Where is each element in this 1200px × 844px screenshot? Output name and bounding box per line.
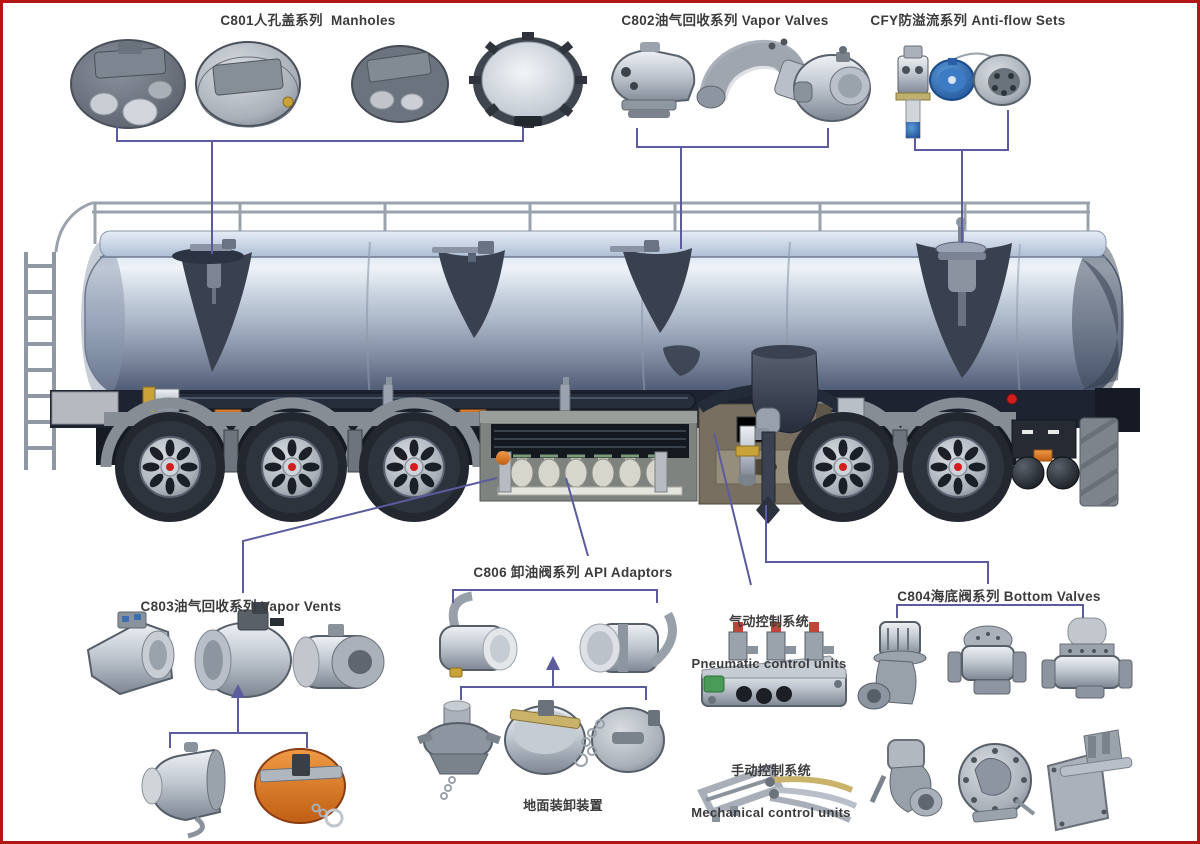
arrowheads bbox=[231, 656, 560, 698]
label-vapor-vents: C803油气回收系列 Vapor Vents bbox=[140, 599, 342, 614]
orange-cap-photo bbox=[254, 748, 346, 828]
camlock-coupler-photo bbox=[417, 700, 501, 800]
manhole-fitting-1 bbox=[172, 239, 244, 264]
vapor-valves-bracket bbox=[636, 128, 829, 148]
green-fitting bbox=[703, 675, 725, 693]
label-anti-flow: CFY防溢流系列 Anti-flow Sets bbox=[870, 13, 1066, 28]
bottom-valves-photos bbox=[857, 617, 1133, 832]
anti-flow-bracket bbox=[914, 110, 1009, 151]
loading-equipment-bracket bbox=[460, 686, 647, 700]
bottom-valve-photo-2 bbox=[947, 625, 1027, 695]
red-marker-light bbox=[1006, 393, 1018, 405]
manholes-photos bbox=[70, 32, 587, 129]
label-pneumatic-zh: 气动控制系统 bbox=[729, 614, 809, 629]
orange-hook bbox=[496, 451, 510, 465]
vapor-valve-photo-3 bbox=[793, 46, 871, 122]
api-adaptors-up-arrowhead bbox=[546, 656, 560, 670]
api-adaptor-photo-2 bbox=[579, 611, 677, 673]
vapor-vent-photo-3 bbox=[292, 624, 385, 689]
label-loading-en: Loading & Unloading Equipment bbox=[458, 841, 668, 842]
label-manholes: C801人孔盖系列 Manholes bbox=[220, 13, 396, 28]
tank-top-fittings bbox=[172, 217, 987, 264]
tank-cutaways bbox=[180, 243, 1012, 378]
dust-cap-chain-photo bbox=[574, 707, 665, 773]
bottom-valve-photo-6 bbox=[1046, 729, 1133, 832]
leader-lines bbox=[116, 110, 1084, 748]
air-tank-sphere bbox=[1046, 456, 1080, 490]
tank-seam bbox=[1016, 243, 1021, 399]
bottom-valve-photo-3 bbox=[1041, 617, 1133, 699]
api-adaptors-photos bbox=[417, 591, 677, 800]
probe-blue-tip bbox=[906, 122, 920, 138]
dust-cap-lever-photo bbox=[504, 700, 586, 775]
label-mechanical-zh: 手动控制系统 bbox=[731, 763, 811, 778]
api-adaptors-top-bracket bbox=[452, 589, 658, 603]
vapor-vents-up-arrowhead bbox=[231, 684, 245, 698]
manhole-photo-2 bbox=[195, 41, 301, 128]
bottom-loading-manifold bbox=[479, 410, 698, 502]
label-mechanical: 手动控制系统 Mechanical control units bbox=[691, 736, 851, 834]
pneumatic-valve-stack bbox=[728, 622, 834, 661]
pneumatic-manifold-photo bbox=[701, 622, 847, 707]
socket-cover-photo bbox=[973, 54, 1031, 106]
vapor-vent-photo-2 bbox=[194, 602, 292, 698]
bottom-valves-bracket bbox=[896, 604, 1084, 618]
label-mechanical-en: Mechanical control units bbox=[691, 805, 851, 820]
bottom-valve-photo-5 bbox=[958, 743, 1036, 823]
manhole-photo-3 bbox=[351, 45, 449, 123]
label-pneumatic-en: Pneumatic control units bbox=[691, 656, 847, 671]
top-handrail bbox=[54, 201, 1090, 253]
manhole-fitting-2 bbox=[432, 241, 494, 262]
label-api-adaptors: C806 卸油阀系列 API Adaptors bbox=[473, 565, 673, 580]
bottom-valve-photo-4 bbox=[869, 739, 943, 817]
label-loading: 地面装卸装置 Loading & Unloading Equipment bbox=[458, 771, 668, 842]
vapor-vents-lower-bracket bbox=[169, 732, 308, 748]
hose-coupler-photo bbox=[141, 742, 226, 839]
front-ladder bbox=[24, 252, 56, 470]
vapor-vents-pointer-line bbox=[242, 477, 498, 593]
label-pneumatic: 气动控制系统 Pneumatic control units bbox=[692, 587, 847, 685]
mechanical-control-photo bbox=[697, 763, 858, 823]
api-adaptors-pointer-line bbox=[565, 477, 589, 557]
vapor-vent-photo-1 bbox=[86, 611, 175, 696]
bottom-valves-pointer-line bbox=[765, 505, 989, 584]
anti-flow-photos bbox=[895, 45, 1031, 139]
manhole-photo-1 bbox=[70, 39, 186, 129]
label-bottom-valves: C804海底阀系列 Bottom Valves bbox=[897, 589, 1101, 604]
manhole-fitting-3 bbox=[610, 240, 660, 252]
tank-seam bbox=[366, 241, 371, 401]
tanker-trailer-illustration bbox=[24, 201, 1140, 524]
vapor-valves-photos bbox=[610, 38, 871, 122]
tank-body bbox=[81, 230, 1124, 403]
manholes-bracket bbox=[116, 126, 524, 142]
vapor-valve-photo-1 bbox=[610, 42, 696, 118]
vapor-vents-photos bbox=[86, 602, 385, 839]
pneumatic-pointer-line bbox=[713, 432, 752, 586]
bottom-valve-photo-1 bbox=[857, 621, 927, 710]
rear-equipment bbox=[1006, 393, 1119, 507]
manhole-photo-4 bbox=[469, 32, 587, 128]
api-adaptor-photo-1 bbox=[439, 591, 518, 678]
label-vapor-valves: C802油气回收系列 Vapor Valves bbox=[621, 13, 829, 28]
overfill-probe-photo bbox=[895, 45, 931, 139]
label-loading-zh: 地面装卸装置 bbox=[523, 798, 603, 813]
air-tank-sphere bbox=[1011, 456, 1045, 490]
